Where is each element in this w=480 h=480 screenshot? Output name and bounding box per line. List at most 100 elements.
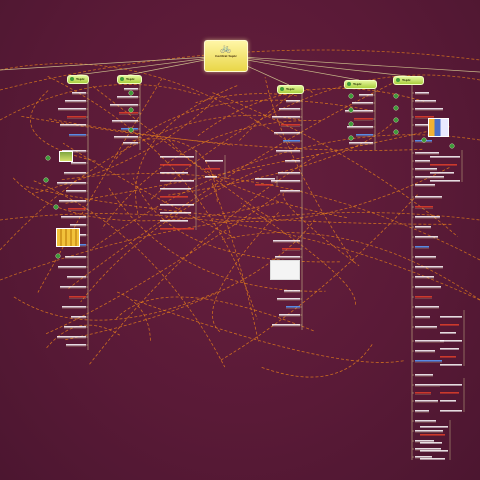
leaf-node <box>415 108 443 110</box>
leaf-node <box>275 256 300 258</box>
leaf-node <box>59 200 86 202</box>
leaf-node <box>415 152 439 154</box>
leaf-node <box>160 228 194 230</box>
leaf-node <box>282 248 300 250</box>
checkmark-icon <box>393 117 399 123</box>
relationship-line <box>46 324 121 349</box>
relationship-line <box>168 139 347 218</box>
leaf-node <box>420 458 445 460</box>
leaf-node <box>440 324 459 326</box>
leaf-node <box>415 236 438 238</box>
checkmark-icon <box>393 105 399 111</box>
leaf-node <box>64 326 86 328</box>
leaf-node <box>71 316 86 318</box>
leaf-node <box>160 188 191 190</box>
leaf-node <box>280 190 300 192</box>
leaf-node <box>415 448 441 450</box>
leaf-node <box>440 340 462 342</box>
branch-topic-5[interactable]: Topic <box>393 76 424 85</box>
leaf-node <box>66 190 86 192</box>
branch-topic-1[interactable]: Topic <box>67 75 89 84</box>
relationship-line <box>49 118 234 146</box>
leaf-node <box>72 92 86 94</box>
leaf-node <box>62 150 86 152</box>
leaf-node <box>430 172 454 174</box>
central-topic[interactable]: 🚲 Central topic <box>204 40 248 72</box>
relationship-line <box>62 142 236 239</box>
leaf-node <box>160 220 188 222</box>
leaf-node <box>112 120 138 122</box>
image-icon <box>59 151 73 162</box>
checkmark-icon <box>449 143 455 149</box>
relationship-line <box>115 296 314 332</box>
relationship-line <box>65 126 450 204</box>
leaf-node <box>160 172 188 174</box>
relationship-line <box>282 190 360 267</box>
leaf-node <box>430 164 457 166</box>
checkmark-icon <box>70 76 74 81</box>
leaf-node <box>58 108 86 110</box>
branch-topic-2[interactable]: Topic <box>117 75 142 84</box>
relationship-line <box>101 120 322 229</box>
leaf-node <box>67 116 86 118</box>
leaf-node <box>440 384 462 386</box>
relationship-line <box>65 219 315 341</box>
leaf-node <box>415 400 438 402</box>
checkmark-icon <box>393 93 399 99</box>
relationship-line <box>116 291 151 343</box>
checkmark-icon <box>396 77 400 82</box>
branch-topic-3[interactable]: Topic <box>277 85 304 94</box>
leaf-node <box>284 290 300 292</box>
leaf-node <box>430 156 460 158</box>
leaf-node <box>440 400 456 402</box>
leaf-node <box>420 426 448 428</box>
leaf-node <box>352 102 373 104</box>
relationship-line <box>212 92 458 237</box>
leaf-node <box>272 324 300 326</box>
leaf-node <box>440 392 459 394</box>
relationship-line <box>260 344 373 378</box>
leaf-node <box>285 160 300 162</box>
leaf-node <box>415 420 436 422</box>
leaf-node <box>279 314 300 316</box>
leaf-node <box>57 182 86 184</box>
leaf-node <box>68 208 86 210</box>
leaf-node <box>66 344 86 346</box>
leaf-node <box>415 360 442 362</box>
relationship-line <box>26 186 452 225</box>
leaf-node <box>415 410 429 412</box>
leaf-node <box>160 156 194 158</box>
leaf-node <box>415 384 440 386</box>
relationship-line <box>0 49 480 91</box>
leaf-node <box>205 168 220 170</box>
branch-topic-4[interactable]: Topic <box>344 80 377 89</box>
leaf-node <box>356 134 373 136</box>
leaf-node <box>415 116 434 118</box>
relationship-line <box>134 299 405 363</box>
branch-label: Topic <box>126 77 135 81</box>
leaf-node <box>124 88 138 90</box>
connector-line <box>0 55 226 71</box>
leaf-node <box>430 180 460 182</box>
leaf-node <box>69 134 86 136</box>
branch-label: Topic <box>353 82 362 86</box>
connector-line <box>224 55 480 73</box>
bar-chart-icon <box>428 118 449 137</box>
leaf-node <box>255 184 272 186</box>
leaf-node <box>415 306 439 308</box>
checkmark-icon <box>280 86 284 91</box>
document-icon <box>270 260 300 280</box>
checkmark-icon <box>347 81 351 86</box>
leaf-node <box>205 176 217 178</box>
relationship-line <box>212 210 281 333</box>
connector-lines <box>0 55 480 460</box>
leaf-node <box>279 108 300 110</box>
leaf-node <box>67 276 86 278</box>
connector-line <box>76 55 226 76</box>
leaf-node <box>278 172 300 174</box>
branch-label: Topic <box>286 87 295 91</box>
checkmark-icon <box>53 204 59 210</box>
leaf-node <box>255 178 275 180</box>
